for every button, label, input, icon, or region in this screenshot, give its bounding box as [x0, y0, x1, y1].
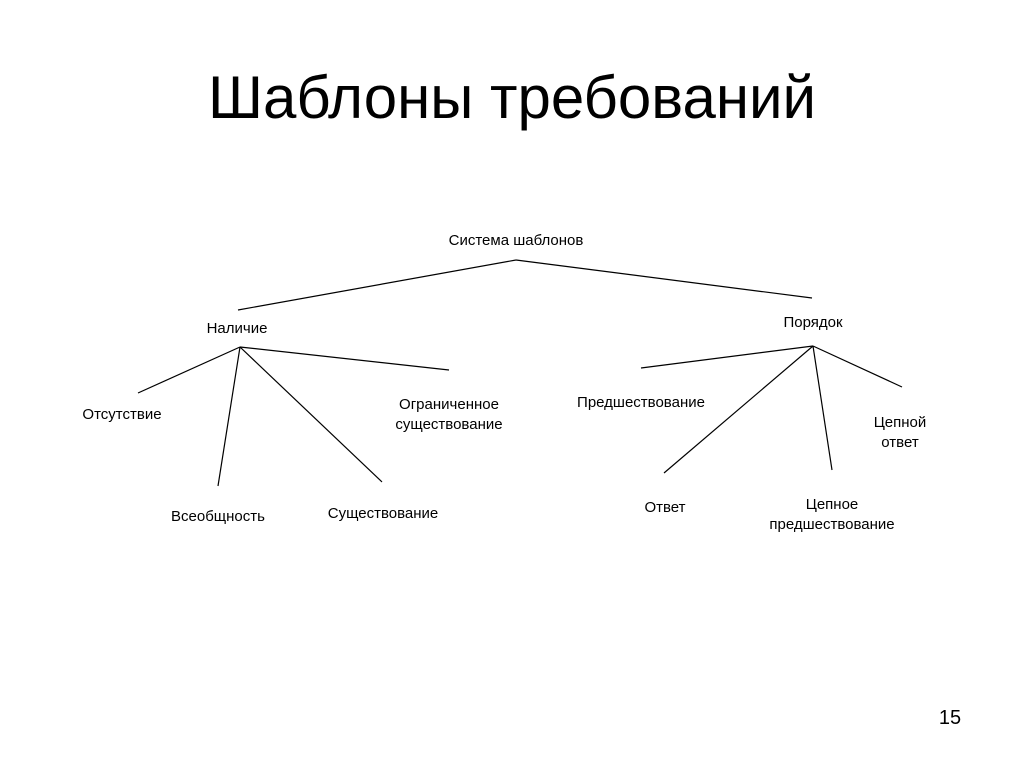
edge-presence-universality — [217, 346, 241, 487]
node-existence: Существование — [327, 505, 439, 522]
node-universality: Всеобщность — [171, 508, 265, 525]
edge-order-chain-response — [812, 345, 903, 388]
slide-title: Шаблоны требований — [207, 64, 817, 131]
page-number: 15 — [938, 707, 962, 729]
edge-order-chain-precedence — [812, 345, 833, 471]
node-chain-precedence: Цепное предшествование — [769, 496, 895, 533]
node-root: Система шаблонов — [448, 232, 584, 249]
node-chain-response: Цепной ответ — [873, 414, 927, 451]
node-absence: Отсутствие — [82, 406, 162, 423]
edge-presence-bounded-existence — [239, 346, 450, 371]
node-order: Порядок — [783, 314, 843, 331]
node-precedence: Предшествование — [577, 394, 705, 411]
edge-order-response — [663, 345, 814, 474]
node-bounded-existence: Ограниченное существование — [395, 396, 503, 433]
node-presence: Наличие — [206, 320, 268, 337]
edge-order-precedence — [640, 345, 814, 369]
edge-root-order — [515, 259, 813, 299]
edge-root-presence — [237, 259, 517, 311]
node-response: Ответ — [644, 499, 686, 516]
edge-presence-absence — [137, 346, 241, 394]
edge-presence-existence — [239, 346, 383, 483]
